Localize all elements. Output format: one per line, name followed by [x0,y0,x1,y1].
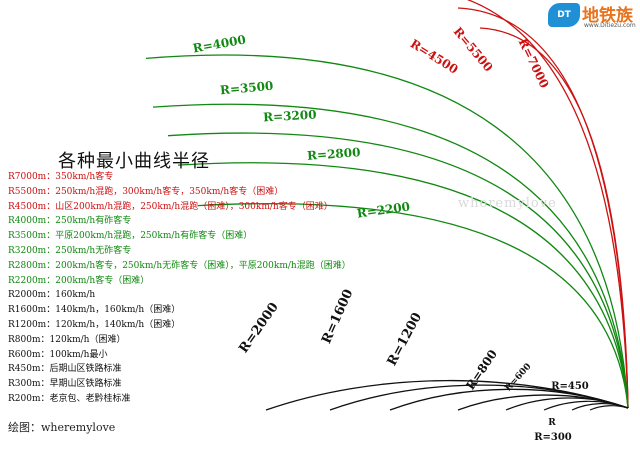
logo-badge-icon: DT [548,3,580,27]
curve-arc-r300 [571,403,629,411]
legend-item: R300m：早期山区铁路标准 [8,379,122,390]
curve-arc-r2200 [197,203,629,409]
legend-item: R5500m：250km/h混跑，300km/h客专，350km/h客专（困难） [8,186,284,197]
watermark: wheremylove [458,196,557,211]
legend-item: R4000m：250km/h有砟客专 [8,216,132,227]
curve-label-r450: R=450 [551,381,589,392]
legend-item: R1200m：120km/h，140km/h（困难） [8,319,181,330]
logo-text: 地铁族 [582,6,633,26]
curve-label-r3500: R=3500 [219,79,273,98]
curve-arc-r3500 [152,103,629,409]
legend-item: R7000m：350km/h客专 [8,172,114,182]
curve-arc-r3200 [167,132,629,409]
legend-item: R800m：120km/h（困难） [8,334,126,345]
legend-item: R2000m：160km/h [8,290,96,301]
legend-item: R600m：100km/h最小 [8,349,108,360]
logo: DT 地铁族 www.Ditiezu.com [548,2,638,34]
curve-label-r1200: R=1200 [385,310,425,368]
legend-item: R3500m：平原200km/h混跑，250km/h有砟客专（困难） [8,231,253,242]
curve-arc-r4500 [479,27,629,409]
curve-label-r300: R=300 [534,432,572,443]
curve-label-r2800: R=2800 [307,145,361,163]
curve-label-r7000: R=7000 [516,36,552,90]
curve-arc-r2800 [177,162,629,409]
legend-item: R4500m：山区200km/h混跑，250km/h混跑（困难），300km/h… [8,201,333,212]
legend-item: R1600m：140km/h，160km/h（困难） [8,305,181,316]
curve-arc-r4000 [145,54,629,409]
curve-label-r2200: R=2200 [356,199,411,220]
legend-item: R2200m：200km/h客专（困难） [8,275,150,286]
logo-url: www.Ditiezu.com [584,22,636,29]
credit-text: 绘图：wheremylove [8,421,116,434]
legend-item: R2800m：200km/h客专，250km/h无砟客专（困难），平原200km… [8,260,351,271]
curve-arcs [145,0,629,411]
legend-item: R3200m：250km/h无砟客专 [8,245,132,256]
curve-label-r4500: R=4500 [408,37,461,77]
curve-label-r200: R [548,418,556,428]
curve-label-r3200: R=3200 [263,108,317,125]
legend-item: R450m：后期山区铁路标准 [8,364,122,375]
curve-arc-r1200 [389,388,629,411]
legend-item: R200m：老京包、老黔桂标准 [8,393,131,404]
diagram-title: 各种最小曲线半径 [58,151,210,172]
legend-list: R7000m：350km/h客专 R5500m：250km/h混跑，300km/… [8,170,351,407]
curve-label-r4000: R=4000 [192,33,247,56]
curve-arc-r7000 [466,0,629,409]
